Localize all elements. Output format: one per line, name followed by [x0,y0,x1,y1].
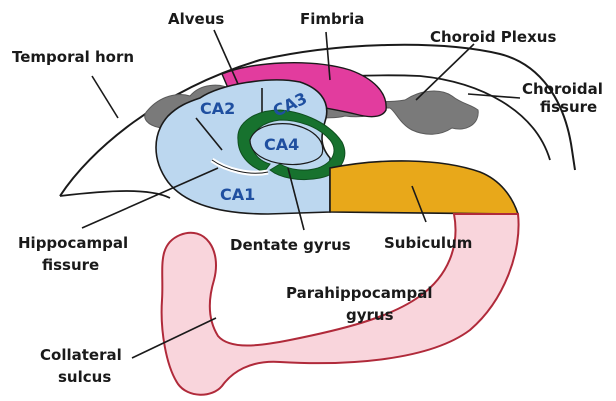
hippocampal-fissure-label-line1: Hippocampal [18,234,128,252]
subiculum-label: Subiculum [384,234,472,252]
dentate-gyrus-label: Dentate gyrus [230,236,351,254]
temporal-horn-leader [92,76,118,118]
parahippocampal-label-line1: Parahippocampal [286,284,432,302]
ca4-label: CA4 [264,135,299,154]
parahippocampal-label-line2: gyrus [346,306,394,324]
alveus-label: Alveus [168,10,224,28]
ca2-label: CA2 [200,99,235,118]
subiculum [330,161,518,214]
choroid-plexus-leader [416,44,474,100]
choroid-plexus-label: Choroid Plexus [430,28,556,46]
ca1-label: CA1 [220,185,255,204]
collateral-sulcus-label-line2: sulcus [58,368,111,386]
temporal-horn-label: Temporal horn [12,48,134,66]
fimbria-label: Fimbria [300,10,364,28]
choroidal-fissure-label-line2: fissure [540,98,597,116]
choroidal-fissure-label-line1: Choroidal [522,80,603,98]
collateral-sulcus-label-line1: Collateral [40,346,122,364]
hippocampal-fissure-label-line2: fissure [42,256,99,274]
